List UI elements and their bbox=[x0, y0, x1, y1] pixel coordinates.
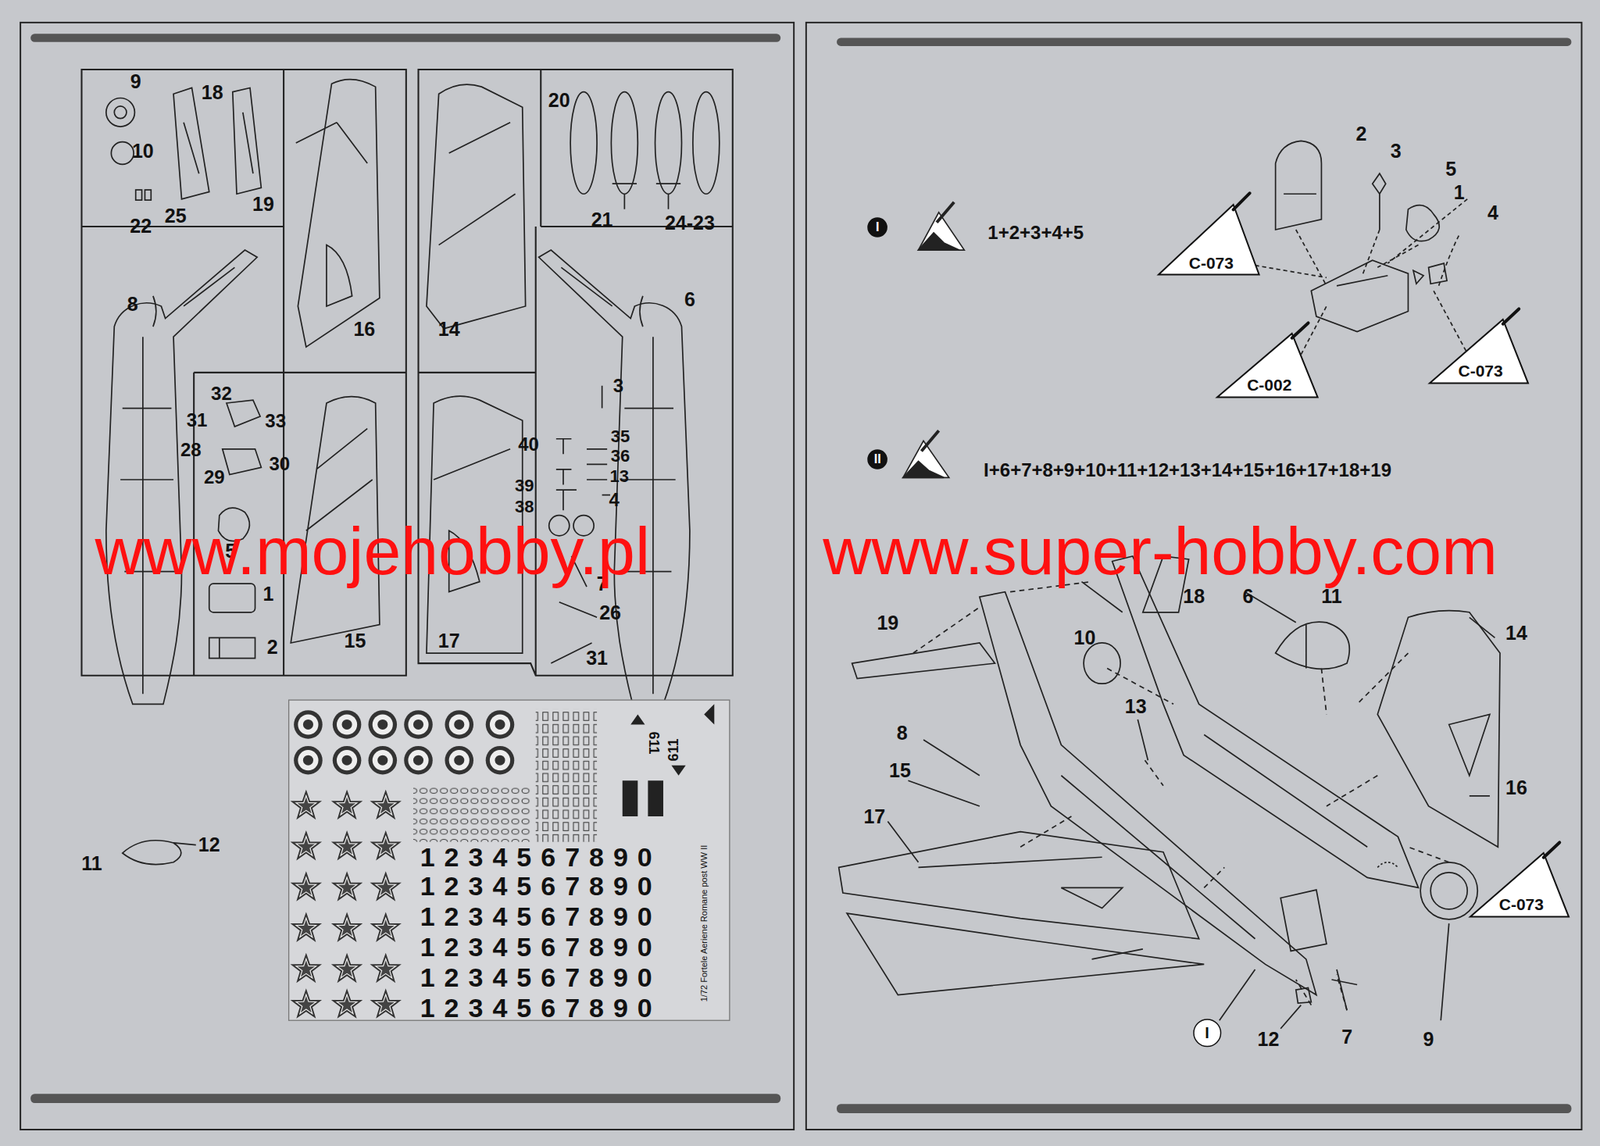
step-circle bbox=[867, 450, 887, 469]
part-number: 9 bbox=[1423, 1028, 1435, 1049]
part-number: 39 bbox=[514, 477, 534, 495]
decal-digits: 1234567890 bbox=[420, 994, 662, 1022]
part-number: 24-23 bbox=[664, 212, 715, 233]
assembly-sequence: 1+2+3+4+5 bbox=[987, 223, 1084, 243]
part-number: 32 bbox=[210, 384, 233, 404]
part-number: 35 bbox=[610, 428, 630, 446]
triangle-outline bbox=[1429, 319, 1529, 384]
paint-code: C-002 bbox=[1246, 376, 1292, 393]
part-number: 6 bbox=[684, 289, 696, 309]
part-number: 20 bbox=[548, 90, 571, 111]
step-marker: I bbox=[1192, 1018, 1222, 1048]
part-number: 14 bbox=[438, 318, 461, 339]
brush-symbol bbox=[1543, 842, 1560, 858]
watermark: www.super-hobby.com bbox=[822, 517, 1498, 585]
part-number: 31 bbox=[585, 648, 608, 668]
part-number: 29 bbox=[203, 467, 225, 487]
part-number: 8 bbox=[127, 294, 139, 315]
part-number: 18 bbox=[201, 82, 224, 102]
part-number: 1 bbox=[263, 584, 275, 604]
part-number: 30 bbox=[269, 454, 291, 474]
decal-digits: 1234567890 bbox=[420, 933, 662, 961]
assembly-sequence: I+6+7+8+9+10+11+12+13+14+15+16+17+18+19 bbox=[983, 460, 1392, 480]
part-number: 10 bbox=[1074, 628, 1097, 648]
part-number: 17 bbox=[438, 631, 461, 651]
part-number: 22 bbox=[129, 215, 152, 236]
part-number: 11 bbox=[1321, 585, 1342, 606]
step-circle bbox=[1193, 1019, 1222, 1047]
part-number: 3 bbox=[613, 376, 624, 396]
part-number: 7 bbox=[1341, 1027, 1353, 1047]
decal-number: 611 bbox=[666, 738, 681, 761]
paint-code-triangle: C-073 bbox=[1469, 852, 1570, 918]
part-number: 21 bbox=[591, 209, 614, 229]
step-number: I bbox=[875, 221, 879, 234]
part-number: 16 bbox=[1505, 778, 1528, 798]
part-number: 18 bbox=[1182, 585, 1205, 606]
part-number: 36 bbox=[610, 447, 630, 465]
part-number: 13 bbox=[1125, 696, 1147, 716]
part-number: 31 bbox=[186, 410, 208, 430]
step-marker: II bbox=[867, 449, 888, 470]
part-number: 12 bbox=[198, 835, 221, 855]
part-number: 19 bbox=[876, 612, 899, 633]
part-number: 11 bbox=[81, 853, 102, 873]
part-number: 40 bbox=[517, 435, 540, 454]
brush-symbol bbox=[1502, 308, 1518, 324]
triangle-outline bbox=[1158, 204, 1260, 275]
part-number: 2 bbox=[1355, 124, 1367, 144]
part-number: 16 bbox=[353, 318, 375, 339]
part-number: 19 bbox=[252, 194, 275, 215]
part-number: 26 bbox=[599, 602, 622, 622]
part-number: 4 bbox=[1487, 202, 1499, 222]
paint-code-triangle: C-073 bbox=[1157, 203, 1261, 275]
part-number: 2 bbox=[267, 637, 279, 658]
paint-code: C-073 bbox=[1499, 896, 1544, 913]
paint-code-triangle: C-073 bbox=[1428, 318, 1529, 385]
step-circle bbox=[867, 217, 887, 237]
decal-number: 611 bbox=[646, 731, 661, 754]
part-number: 14 bbox=[1505, 622, 1528, 643]
part-number: 15 bbox=[889, 760, 911, 781]
part-number: 9 bbox=[130, 71, 142, 92]
part-number: 12 bbox=[1257, 1028, 1280, 1049]
watermark: www.mojehobby.pl bbox=[94, 517, 650, 585]
part-number: 15 bbox=[344, 631, 367, 651]
part-number: 8 bbox=[896, 722, 908, 743]
decal-caption: 1/72 Fortele Aeriene Romane post WW II bbox=[700, 845, 709, 1003]
brush-symbol bbox=[1292, 322, 1309, 338]
part-number: 17 bbox=[863, 806, 886, 826]
part-number: 6 bbox=[1242, 585, 1254, 606]
decal-digits: 1234567890 bbox=[420, 903, 662, 930]
part-number: 33 bbox=[264, 411, 286, 431]
part-number: 1 bbox=[1453, 182, 1465, 202]
triangle-outline bbox=[1470, 853, 1569, 918]
decal-digits: 1234567890 bbox=[420, 964, 662, 991]
part-number: 4 bbox=[609, 490, 620, 510]
brush-symbol bbox=[1233, 193, 1250, 211]
part-number: 5 bbox=[1445, 158, 1457, 179]
step-marker: I bbox=[867, 217, 888, 238]
part-number: 10 bbox=[132, 141, 154, 161]
part-number: 28 bbox=[180, 440, 202, 460]
paint-code: C-073 bbox=[1458, 362, 1504, 379]
step-number: I bbox=[1204, 1025, 1210, 1041]
part-number: 25 bbox=[164, 205, 187, 225]
decal-digits: 1234567890 bbox=[420, 843, 662, 871]
paint-code-triangle: C-002 bbox=[1216, 332, 1319, 399]
part-number: 13 bbox=[610, 467, 629, 486]
paint-code: C-073 bbox=[1189, 254, 1234, 272]
part-number: 3 bbox=[1390, 141, 1402, 161]
decal-digits: 1234567890 bbox=[420, 872, 662, 900]
part-number: 38 bbox=[514, 498, 534, 516]
step-number: II bbox=[874, 453, 882, 466]
triangle-outline bbox=[1217, 333, 1318, 398]
